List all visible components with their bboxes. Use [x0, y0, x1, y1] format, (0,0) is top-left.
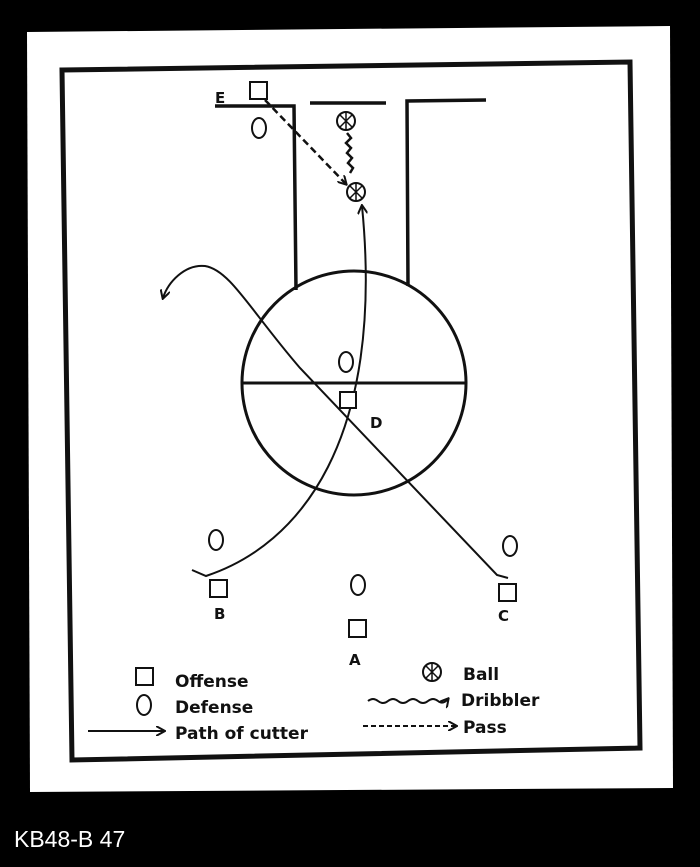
legend-path-of-cutter: Path of cutter: [175, 724, 309, 744]
dribbler-icon: [367, 699, 448, 703]
offense-icon: [135, 667, 154, 686]
legend-offense: Offense: [175, 672, 249, 692]
cutter-path-c: [163, 264, 509, 579]
court-border: [59, 59, 643, 763]
pass-path: [264, 99, 346, 184]
label-b: B: [214, 605, 225, 623]
player-b: [209, 579, 228, 598]
defender: [502, 535, 518, 557]
ball-icon: [346, 182, 366, 202]
player-a: [348, 619, 367, 638]
player-d: [339, 391, 357, 409]
legend-ball: Ball: [463, 665, 499, 685]
label-a: A: [349, 651, 361, 669]
key-lines: [215, 98, 487, 497]
defender: [251, 117, 267, 139]
defender: [338, 351, 354, 373]
dribble-path: [344, 132, 355, 174]
ball-legend-icon: [422, 662, 442, 682]
label-d: D: [370, 414, 382, 432]
defense-players: [208, 117, 518, 596]
defense-icon: [136, 694, 152, 716]
defender: [208, 529, 224, 551]
legend-defense: Defense: [175, 698, 253, 718]
ball-icon: [336, 111, 356, 131]
legend: Offense Defense Path of cutter Ball Drib…: [88, 662, 540, 744]
cutter-path-b: [191, 206, 366, 578]
defender: [350, 574, 366, 596]
offense-players: [209, 81, 517, 638]
label-c: C: [498, 607, 509, 625]
player-e: [249, 81, 268, 100]
player-c: [498, 583, 517, 602]
legend-pass: Pass: [463, 718, 507, 738]
image-caption: KB48-B 47: [14, 826, 126, 852]
label-e: E: [215, 89, 225, 107]
legend-dribbler: Dribbler: [461, 691, 540, 711]
